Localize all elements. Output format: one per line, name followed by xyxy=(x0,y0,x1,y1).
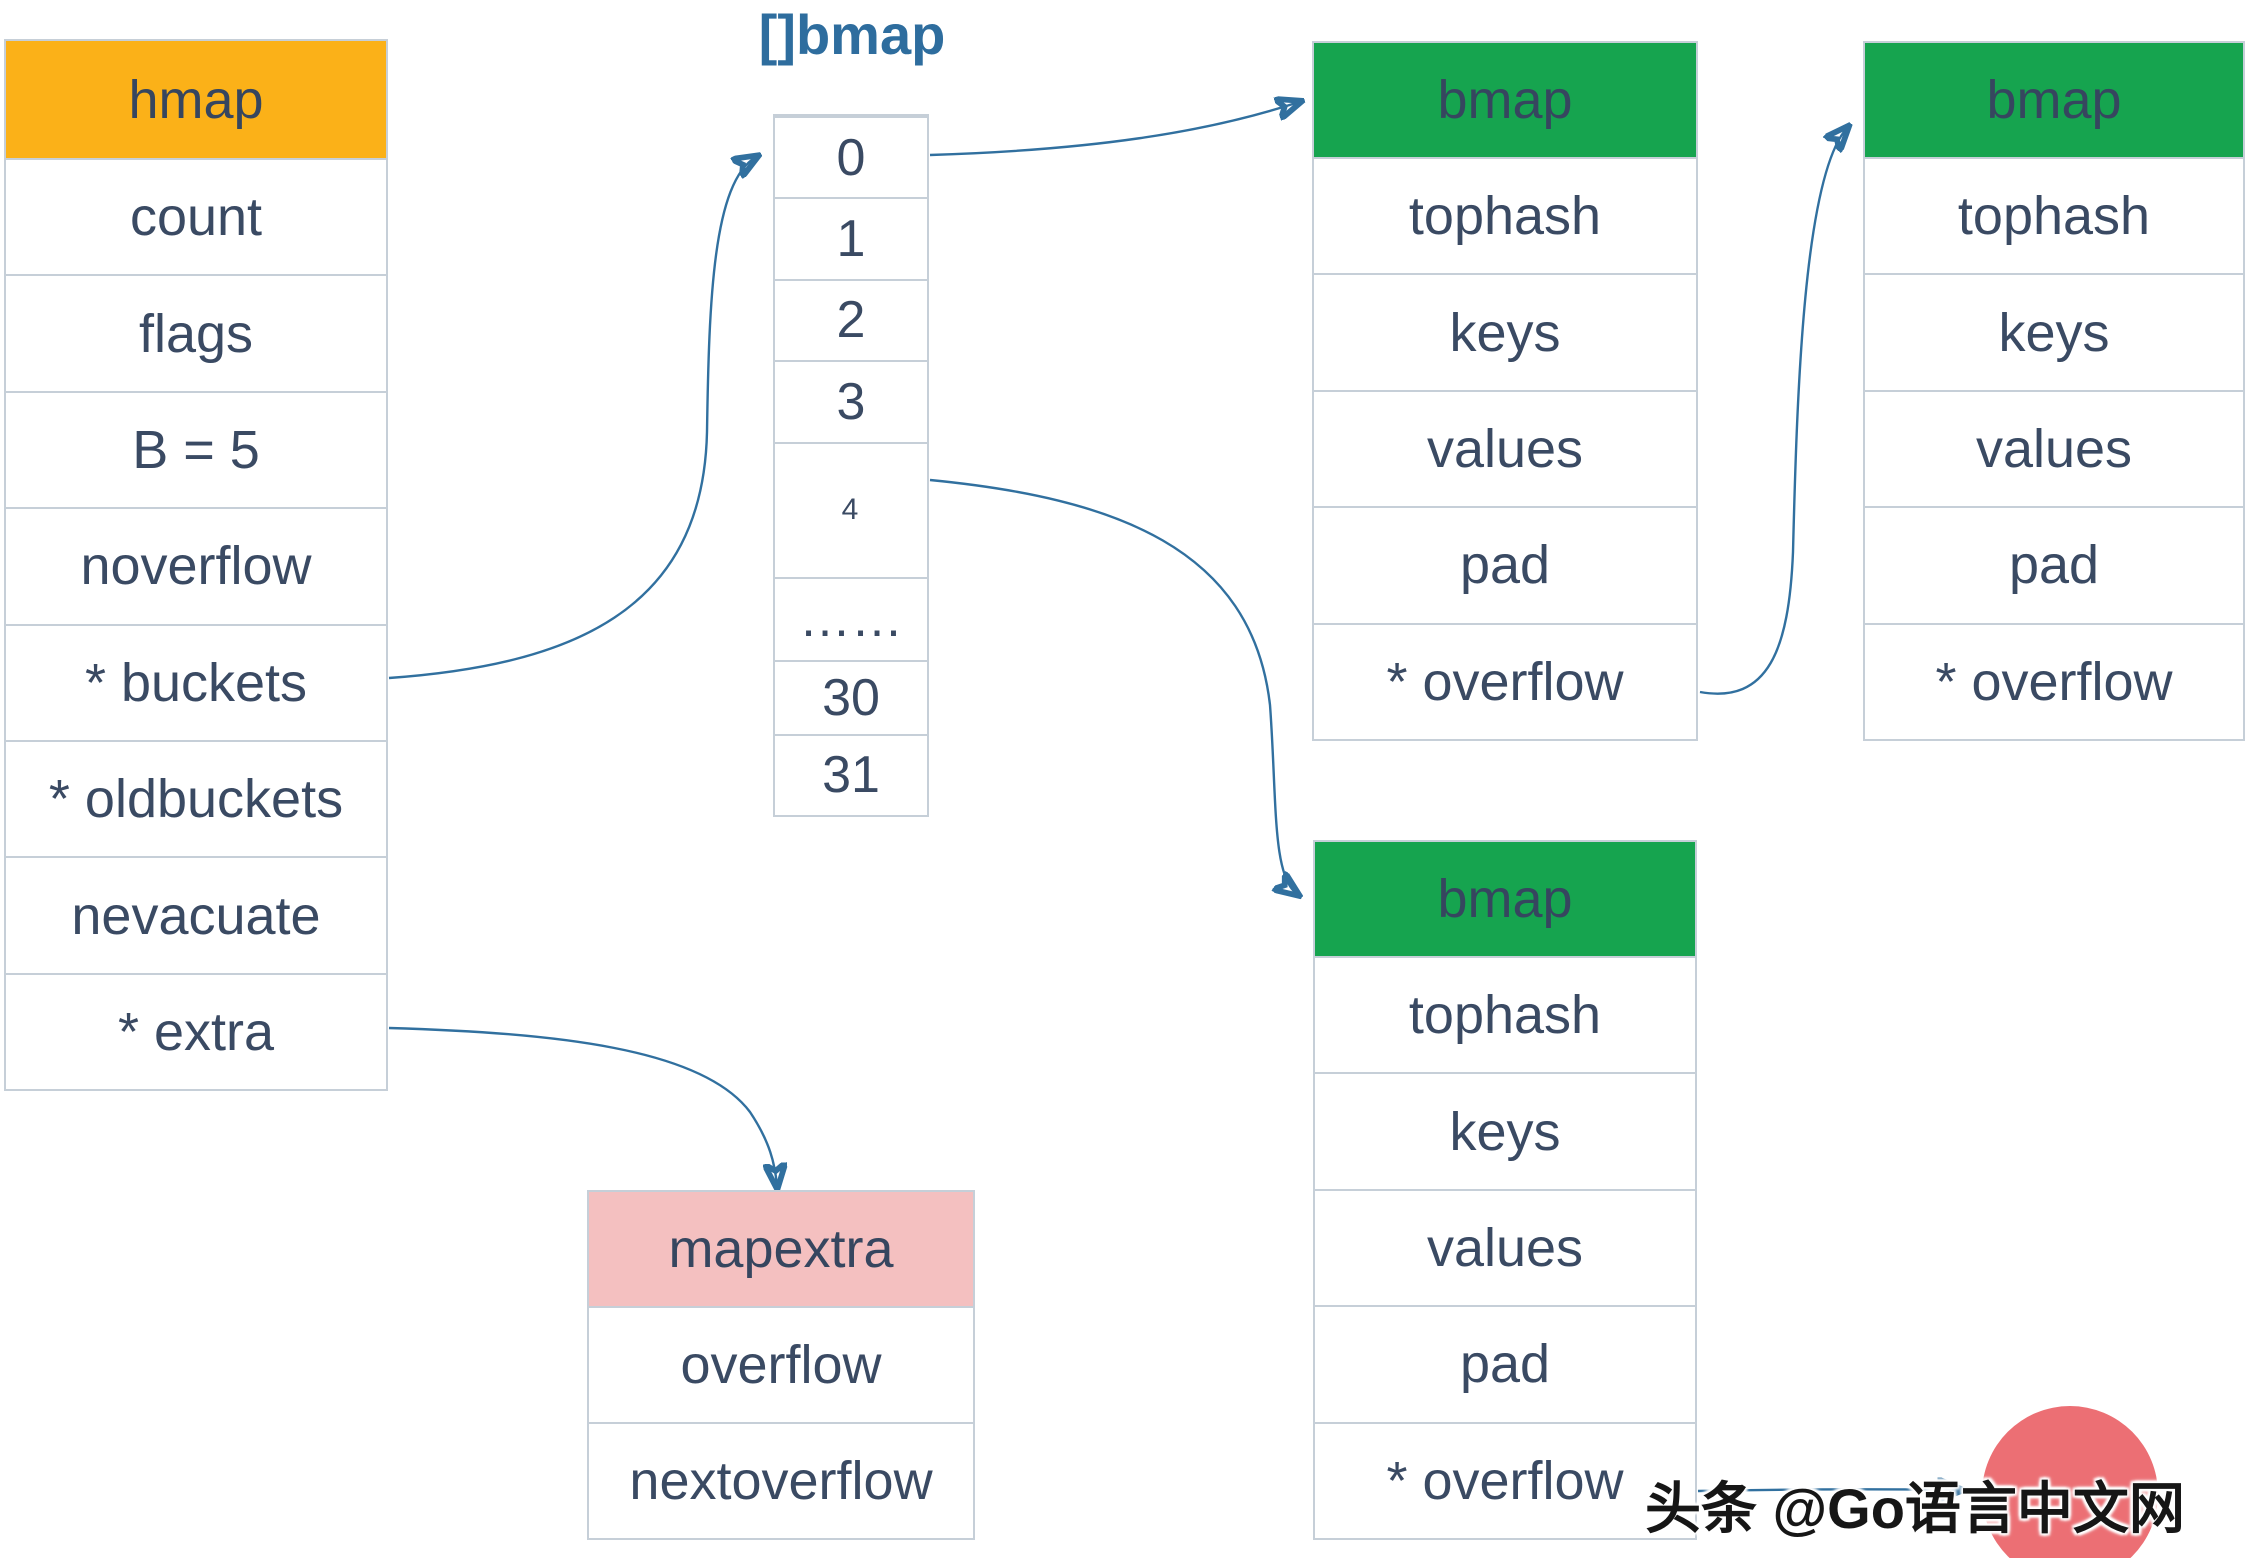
bmap1-field-row: keys xyxy=(1314,273,1696,390)
hmap-field-row: * oldbuckets xyxy=(6,739,386,857)
hmap-field-row: count xyxy=(6,158,386,275)
bmap2-field-row: tophash xyxy=(1865,157,2243,274)
hmap-field-row: flags xyxy=(6,274,386,391)
bucket-array-title: []bmap xyxy=(758,3,946,66)
bmap3-field-row: pad xyxy=(1315,1305,1695,1422)
hmap-field-row: nevacuate xyxy=(6,856,386,973)
bmap2-header: bmap xyxy=(1865,43,2243,157)
bmap1-field-row: pad xyxy=(1314,506,1696,623)
bucket-array-cell: 0 xyxy=(775,116,927,198)
bucket0-to-bmap1-arrow xyxy=(929,102,1299,157)
bmap3-field-row: keys xyxy=(1315,1072,1695,1189)
bmap3-field-row: values xyxy=(1315,1188,1695,1306)
bucket-array-cell: 1 xyxy=(775,197,927,279)
bmap2-field-row: keys xyxy=(1865,273,2243,390)
bucket-array-cell: 2 xyxy=(775,278,927,361)
hmap-field-row: * buckets xyxy=(6,623,386,740)
buckets-to-array-arrow xyxy=(388,157,756,680)
mapextra-field-row: overflow xyxy=(589,1306,973,1422)
extra-to-mapextra-arrow xyxy=(388,1026,777,1186)
bmap1-field-row: values xyxy=(1314,389,1696,507)
bmap1-header: bmap xyxy=(1314,43,1696,157)
bmap3-header: bmap xyxy=(1315,842,1695,956)
bmap1-overflow-to-bmap2-arrow xyxy=(1699,128,1847,695)
bucket4-to-bmap3-arrow xyxy=(929,478,1297,894)
hmap-field-row: noverflow xyxy=(6,507,386,624)
bmap3-field-row: * overflow xyxy=(1315,1421,1695,1538)
bucket-array-cell: 3 xyxy=(775,360,927,442)
bmap3-field-row: tophash xyxy=(1315,956,1695,1073)
bucket-array-cell: 4 xyxy=(775,441,927,577)
watermark-red-circle xyxy=(1982,1406,2158,1558)
bmap2-field-row: * overflow xyxy=(1865,622,2243,739)
bucket-array-cell: 31 xyxy=(775,733,927,815)
bucket-array-cell: …… xyxy=(775,576,927,660)
bmap1-field-row: * overflow xyxy=(1314,622,1696,739)
hmap-field-row: B = 5 xyxy=(6,390,386,508)
bmap2-field-row: pad xyxy=(1865,506,2243,623)
hmap-field-row: * extra xyxy=(6,972,386,1090)
hmap-header: hmap xyxy=(6,41,386,158)
bmap3-overflow-right-arrow xyxy=(1697,1489,1960,1491)
bmap2-field-row: values xyxy=(1865,389,2243,507)
bucket-array-cell: 30 xyxy=(775,659,927,734)
mapextra-header: mapextra xyxy=(589,1192,973,1306)
watermark-text: 头条 @Go语言中文网 xyxy=(1645,1477,2185,1540)
bmap1-field-row: tophash xyxy=(1314,157,1696,274)
mapextra-field-row: nextoverflow xyxy=(589,1422,973,1538)
